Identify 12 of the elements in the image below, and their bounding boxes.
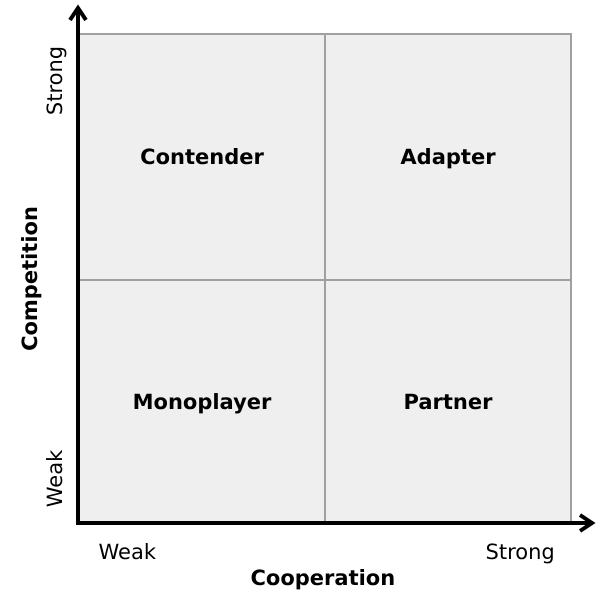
- axis-tick-label: Strong: [486, 542, 555, 562]
- quadrant-cell: [78, 33, 326, 281]
- axis-title: Cooperation: [250, 568, 396, 588]
- quadrant-label: Monoplayer: [132, 390, 272, 414]
- axis-tick-label: Strong: [44, 45, 66, 115]
- axis-tick-label: Weak: [44, 449, 66, 507]
- axis-title: Competition: [19, 206, 40, 350]
- quadrant-label: Adapter: [400, 145, 496, 169]
- quadrant-label: Partner: [404, 390, 492, 414]
- quadrant-cell: [324, 33, 572, 281]
- quadrant-label: Contender: [140, 145, 264, 169]
- axis-tick-label: Weak: [98, 542, 156, 562]
